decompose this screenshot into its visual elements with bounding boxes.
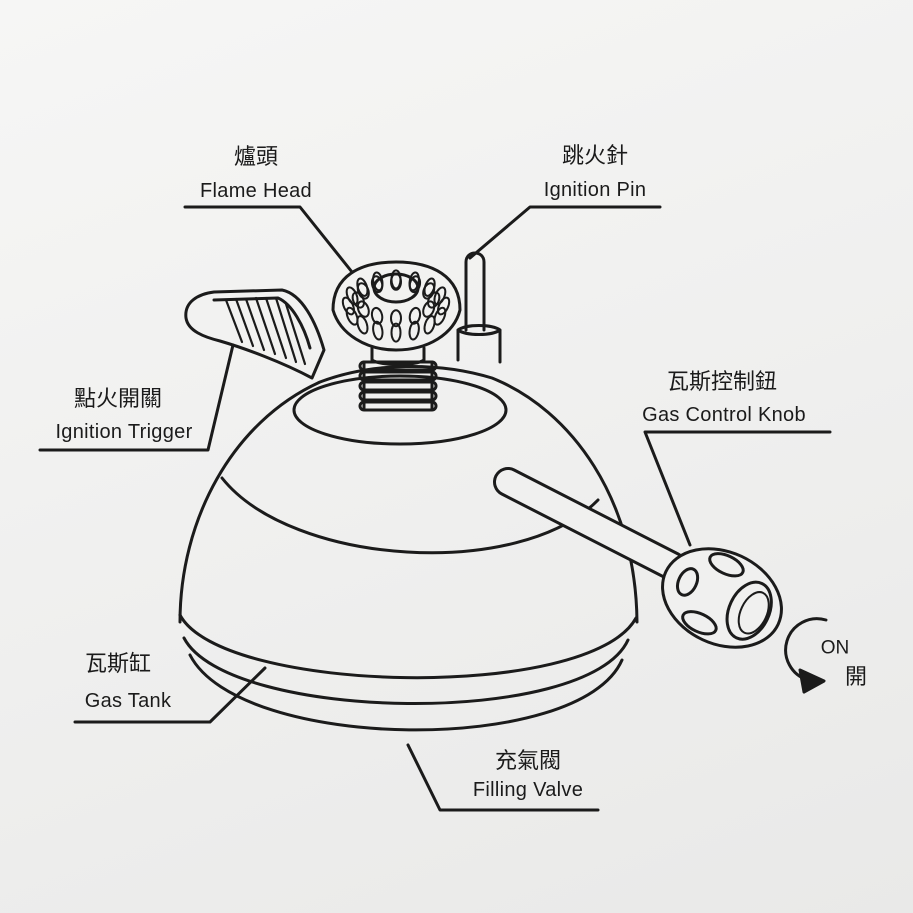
leader-gas-control-knob [643, 430, 832, 547]
base-ring-top [182, 636, 630, 705]
gas-control-knob-label-en: Gas Control Knob [642, 404, 806, 426]
flame-head-label-zh: 爐頭 [233, 145, 279, 170]
top-platform [292, 374, 508, 446]
gas-tank-label-zh: 瓦斯缸 [84, 652, 152, 677]
leader-gas-tank [73, 666, 267, 724]
gas-control-knob [661, 547, 783, 649]
gas-control-rod-fill [496, 470, 684, 578]
ignition-pin-label-zh: 跳火針 [561, 144, 629, 169]
rotation-arrow [784, 617, 828, 682]
knob-grip [675, 567, 700, 597]
flame-head-cap [331, 260, 462, 352]
flame-head-port [422, 300, 436, 318]
filling-valve-label-zh: 充氣閥 [494, 749, 562, 774]
knob-grip [708, 552, 745, 578]
flame-head-port [433, 306, 447, 326]
rotation-arrowhead-icon [798, 668, 826, 694]
knob-front-face [725, 580, 773, 641]
base-ring-bottom [188, 653, 624, 732]
flame-head-port [372, 271, 384, 292]
flame-head-port [390, 322, 402, 343]
gas-tank-band [220, 476, 600, 555]
flame-head-port [408, 271, 420, 292]
rotation-open-label: 開 [844, 665, 868, 690]
flame-head-port [433, 286, 447, 306]
knob-grip [681, 610, 718, 636]
flame-head-port [390, 309, 402, 328]
ignition-pin-label-en: Ignition Pin [543, 179, 647, 201]
flame-head-label-en: Flame Head [200, 180, 312, 202]
ignition-trigger-grip [224, 296, 307, 366]
flame-head-port [372, 320, 384, 341]
ignition-pin-wire [464, 251, 486, 332]
flame-head-collar [370, 346, 426, 366]
ignition-pin-base [456, 324, 502, 364]
ignition-trigger-label-en: Ignition Trigger [55, 421, 193, 443]
flame-head-port [390, 269, 402, 290]
flame-head-port [345, 286, 359, 306]
ignition-trigger-lever-inner [212, 296, 312, 350]
gas-control-knob-label-zh: 瓦斯控制鈕 [666, 370, 778, 395]
filling-valve-label-en: Filling Valve [472, 779, 584, 801]
flame-head-port [408, 320, 420, 341]
leader-filling-valve [406, 743, 600, 812]
leader-flame-head [183, 205, 354, 274]
flame-head-ports [341, 269, 451, 343]
gas-tank-bottom-edge [178, 613, 638, 680]
leader-ignition-trigger [38, 343, 235, 452]
flame-head-port [356, 277, 369, 297]
flame-head-port [423, 277, 436, 297]
flame-head-port [423, 315, 436, 335]
thread-neck [358, 360, 438, 412]
flame-head-port [356, 300, 370, 318]
ignition-trigger-label-zh: 點火開關 [73, 387, 163, 412]
flame-head-port [356, 315, 369, 335]
gas-tank-label-en: Gas Tank [84, 690, 172, 712]
rotation-on-label: ON [820, 637, 850, 659]
leader-ignition-pin [468, 205, 662, 260]
flame-head-port [345, 306, 359, 326]
gas-tank-dome [178, 365, 639, 624]
ignition-trigger-lever [184, 288, 326, 380]
